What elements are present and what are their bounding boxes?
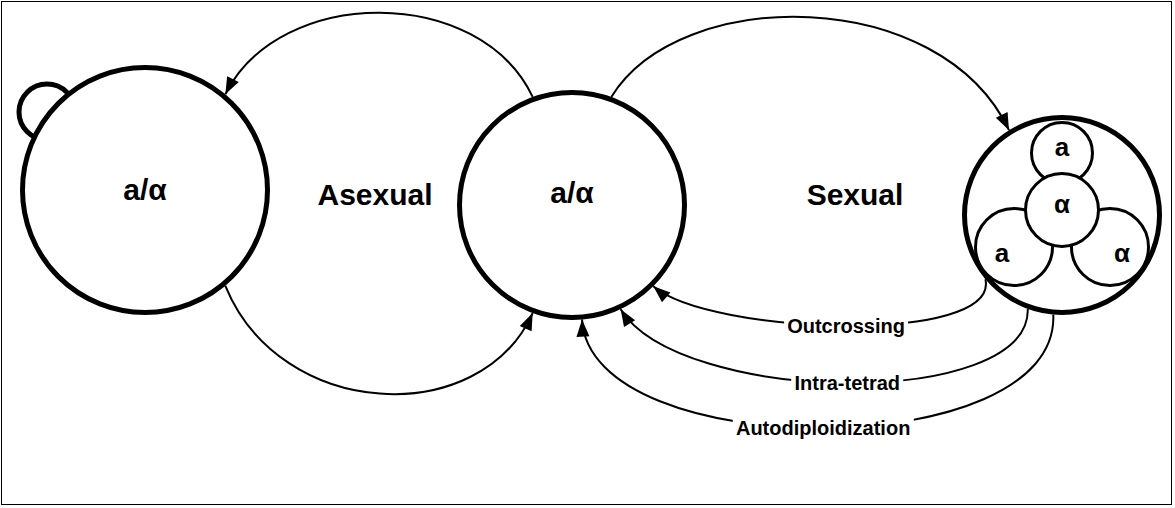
ploidy-text: a/α [123, 173, 166, 207]
ploidy-text: α [1114, 238, 1130, 269]
ploidy-text: a [1055, 132, 1069, 163]
ploidy-text: a/α [550, 176, 593, 210]
life-cycle-arrow [225, 286, 532, 394]
ascus-circle: aαaα [962, 115, 1162, 315]
ploidy-text: a [995, 238, 1009, 269]
cell-circle: a/α [457, 90, 687, 320]
phase-label: Asexual [317, 178, 432, 212]
route-label: Intra-tetrad [792, 371, 904, 394]
spore-circle: α [1024, 172, 1100, 248]
route-label: Outcrossing [784, 314, 908, 337]
life-cycle-arrow [576, 315, 1053, 428]
phase-label: Sexual [807, 178, 904, 212]
life-cycle-arrow [225, 13, 532, 97]
cell-circle: a/α [20, 65, 270, 315]
life-cycle-arrow [611, 17, 1009, 130]
ploidy-text: α [1054, 189, 1070, 220]
route-label: Autodiploidization [733, 417, 913, 440]
